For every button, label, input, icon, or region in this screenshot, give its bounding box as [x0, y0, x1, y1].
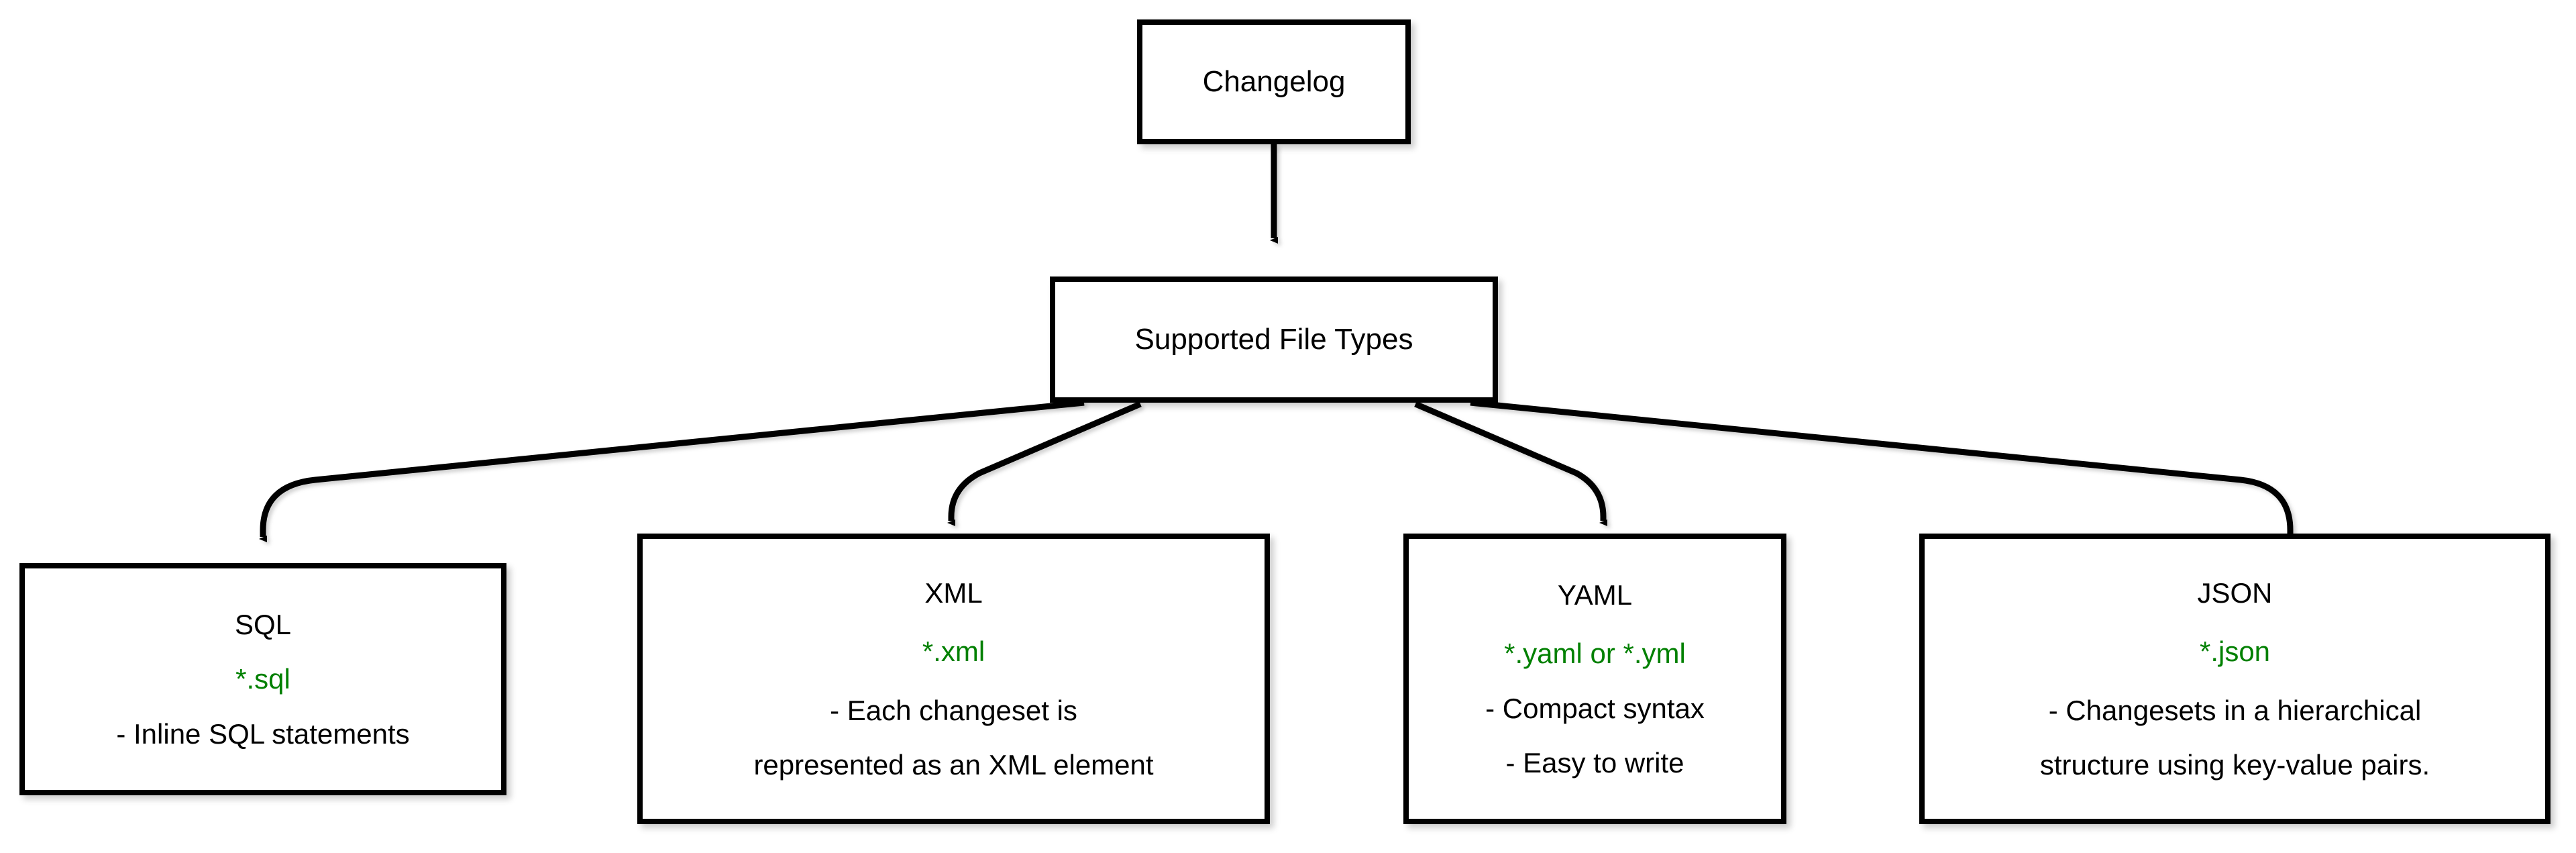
- node-changelog-label: Changelog: [1202, 65, 1346, 99]
- node-xml-title: XML: [924, 577, 983, 609]
- edge-supported-to-xml: [947, 401, 1142, 526]
- node-xml-extension: *.xml: [922, 636, 985, 668]
- node-supported-file-types[interactable]: Supported File Types: [1050, 277, 1498, 403]
- node-json-title: JSON: [2197, 577, 2273, 609]
- edge-supported-to-sql: [259, 399, 1085, 542]
- node-sql-bullet-1: - Inline SQL statements: [116, 717, 410, 750]
- node-changelog[interactable]: Changelog: [1137, 19, 1411, 144]
- node-sql[interactable]: SQL *.sql - Inline SQL statements: [19, 563, 506, 795]
- node-yaml-bullet-1: - Compact syntax: [1485, 692, 1705, 724]
- node-json-bullet-2: structure using key-value pairs.: [2039, 748, 2430, 781]
- node-json-extension: *.json: [2199, 636, 2271, 668]
- node-sql-title: SQL: [234, 609, 292, 641]
- edge-supported-to-json: [1470, 399, 2294, 542]
- edge-supported-to-yaml: [1414, 401, 1607, 526]
- node-yaml[interactable]: YAML *.yaml or *.yml - Compact syntax - …: [1403, 534, 1786, 824]
- node-json[interactable]: JSON *.json - Changesets in a hierarchic…: [1919, 534, 2551, 824]
- node-xml-bullet-1: - Each changeset is: [830, 694, 1077, 726]
- node-yaml-title: YAML: [1557, 579, 1633, 611]
- node-xml-bullet-2: represented as an XML element: [753, 748, 1154, 781]
- node-json-bullet-1: - Changesets in a hierarchical: [2048, 694, 2422, 726]
- node-sql-extension: *.sql: [235, 663, 290, 695]
- node-supported-file-types-label: Supported File Types: [1134, 323, 1413, 356]
- node-yaml-extension: *.yaml or *.yml: [1504, 638, 1686, 670]
- node-xml[interactable]: XML *.xml - Each changeset is represente…: [637, 534, 1270, 824]
- node-yaml-bullet-2: - Easy to write: [1505, 746, 1684, 779]
